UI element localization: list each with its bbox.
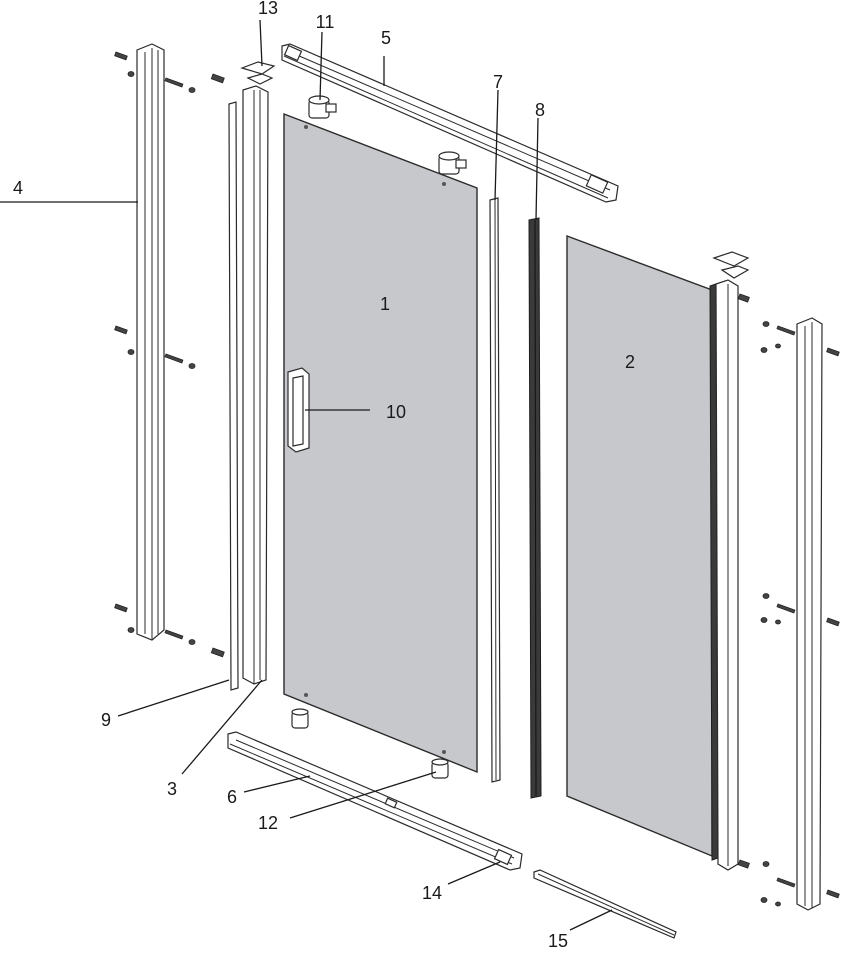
bottom-hinge-left: [291, 708, 309, 729]
fixed-glass-panel: [566, 234, 713, 858]
leader-6: [243, 775, 311, 793]
label-13: 13: [258, 0, 278, 18]
leader-lines: [0, 19, 613, 931]
right-adjustable-profile: [709, 279, 739, 871]
threshold-strip: [533, 869, 677, 939]
bottom-rail: [227, 731, 523, 871]
label-4: 4: [13, 178, 23, 198]
vertical-seal-strip: [489, 197, 501, 783]
door-glass-panel: [283, 112, 478, 774]
top-hinge-left: [308, 95, 337, 119]
leader-13: [259, 19, 263, 67]
label-8: 8: [535, 100, 545, 120]
side-strip: [228, 101, 239, 691]
label-15: 15: [548, 931, 568, 949]
magnetic-seal: [528, 217, 542, 799]
label-1: 1: [380, 294, 390, 314]
label-12: 12: [258, 813, 278, 833]
right-wall-profile: [796, 317, 823, 911]
end-caps-top-right: [712, 251, 750, 279]
label-10: 10: [386, 402, 406, 422]
leader-15: [569, 909, 613, 931]
adjustable-profile: [242, 85, 269, 685]
label-3: 3: [167, 779, 177, 799]
leader-8: [535, 117, 539, 221]
label-2: 2: [625, 352, 635, 372]
door-handle: [287, 367, 310, 453]
bottom-hinge-right: [431, 758, 449, 779]
leader-3: [181, 679, 263, 775]
label-7: 7: [493, 72, 503, 92]
label-5: 5: [381, 28, 391, 48]
leader-12: [289, 771, 437, 819]
left-wall-fixings: [114, 51, 225, 658]
label-14: 14: [422, 883, 442, 903]
left-wall-profile: [136, 43, 165, 641]
top-rail: [281, 43, 619, 203]
leader-14: [447, 861, 501, 885]
leader-7: [494, 89, 499, 201]
top-hinge-right: [438, 151, 467, 175]
right-wall-fixings: [737, 293, 840, 907]
end-caps-top-left: [240, 61, 276, 85]
leader-11: [319, 31, 323, 101]
label-11: 11: [316, 12, 335, 32]
leader-9: [117, 679, 230, 717]
label-9: 9: [101, 710, 111, 730]
label-6: 6: [227, 787, 237, 807]
